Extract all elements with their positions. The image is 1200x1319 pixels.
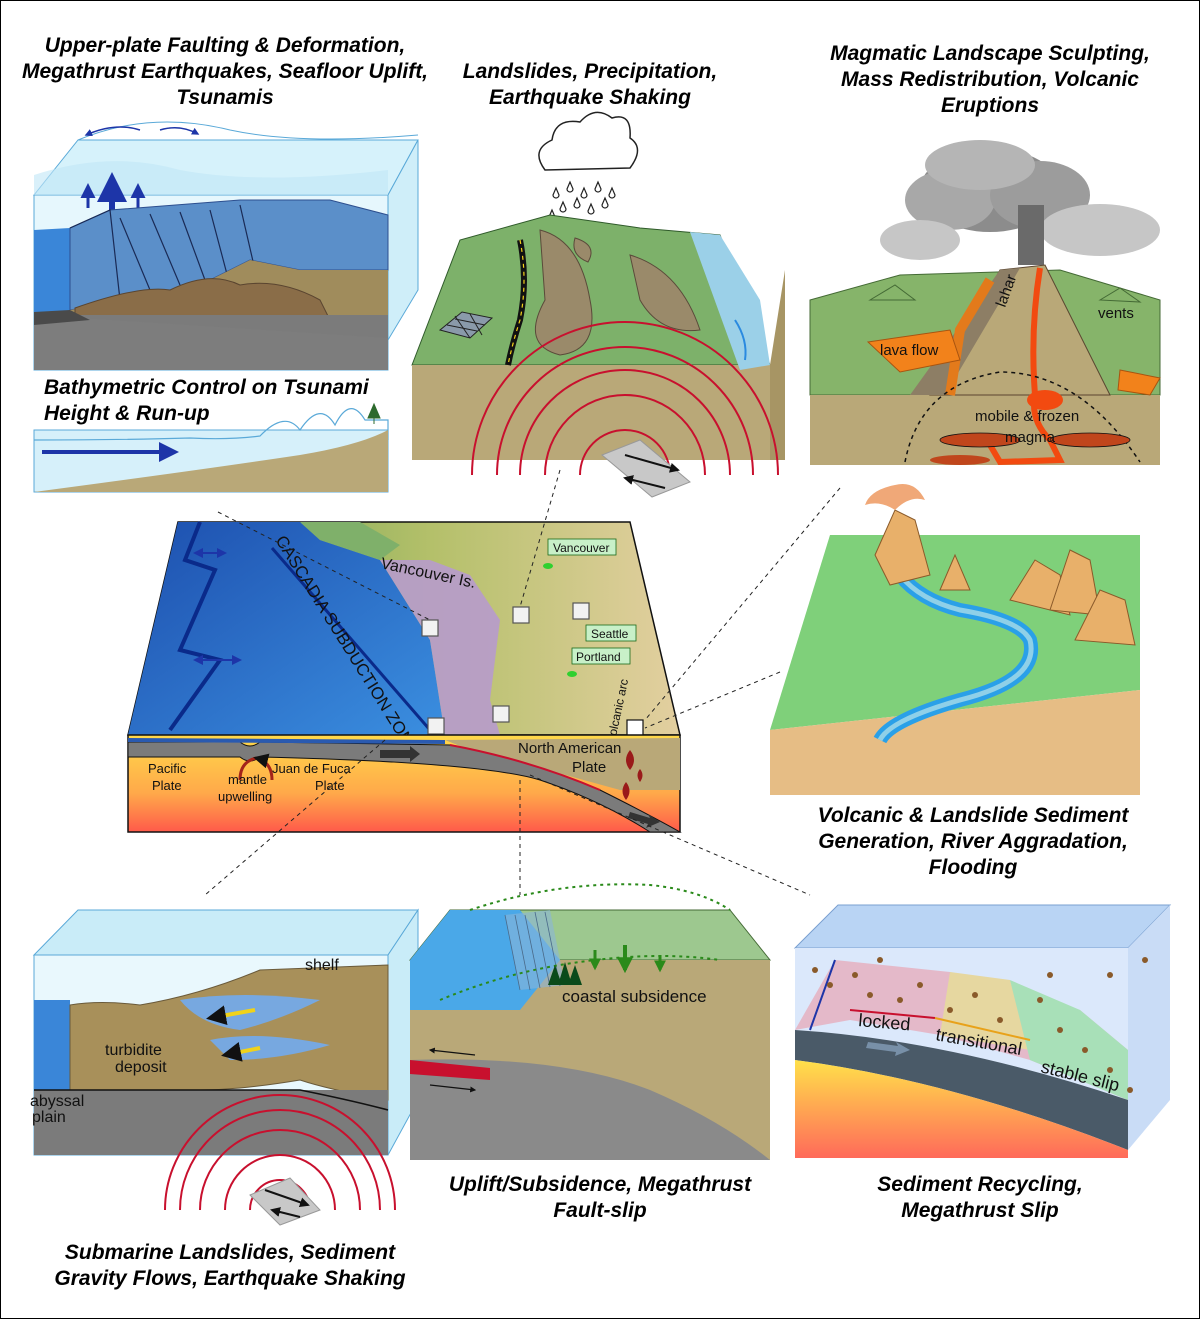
coastal-subsidence-label: coastal subsidence bbox=[562, 987, 707, 1006]
eruption-plume bbox=[880, 140, 1160, 265]
magma-label-line1: mobile & frozen bbox=[975, 408, 1079, 425]
caption-submarine: Submarine Landslides, Sediment Gravity F… bbox=[54, 1241, 406, 1290]
shelf-label: shelf bbox=[305, 957, 339, 974]
caption-bathymetric: Bathymetric Control on Tsunami Height & … bbox=[44, 376, 369, 425]
faulting-panel bbox=[32, 121, 419, 371]
pacific-label-line2: Plate bbox=[152, 778, 182, 793]
rain-cloud-icon bbox=[538, 111, 639, 221]
jdf-label-line1: Juan de Fuca bbox=[272, 761, 352, 776]
lava-flow-label: lava flow bbox=[880, 342, 939, 359]
mantle-label-line2: upwelling bbox=[218, 789, 272, 804]
svg-text:Portland: Portland bbox=[576, 650, 621, 664]
caption-magmatic: Magmatic Landscape Sculpting, Mass Redis… bbox=[830, 42, 1150, 117]
mantle-label-line1: mantle bbox=[228, 772, 267, 787]
abyssal-label-line2: plain bbox=[32, 1109, 66, 1126]
north-american-label-line2: Plate bbox=[572, 759, 606, 776]
ridge-line bbox=[168, 521, 224, 732]
jdf-label-line2: Plate bbox=[315, 778, 345, 793]
caption-recycling: Sediment Recycling, Megathrust Slip bbox=[877, 1173, 1083, 1222]
caption-faulting: Upper-plate Faulting & Deformation, Mega… bbox=[21, 34, 429, 109]
recycling-panel: locked transitional stable slip bbox=[793, 904, 1172, 1158]
landslide-panel bbox=[411, 111, 785, 498]
pacific-label-line1: Pacific bbox=[148, 761, 187, 776]
city-marker-portland: Portland bbox=[567, 647, 631, 677]
magma-label-line2: magma bbox=[1005, 429, 1056, 446]
turbidite-label-line1: turbidite bbox=[105, 1042, 162, 1059]
turbidite-label-line2: deposit bbox=[115, 1059, 167, 1076]
uplift-wave-arrow bbox=[84, 126, 141, 136]
caption-river: Volcanic & Landslide Sediment Generation… bbox=[817, 804, 1129, 879]
connector-lines bbox=[204, 469, 841, 896]
subsidence-panel: coastal subsidence bbox=[408, 883, 772, 1160]
cascadia-map: CASCADIA SUBDUCTION ZONE Vancouver Is. V… bbox=[127, 521, 682, 833]
volcano-panel: lahar vents lava flow mobile & frozen ma… bbox=[809, 140, 1161, 466]
bathymetry-panel bbox=[33, 402, 389, 493]
caption-landslides: Landslides, Precipitation, Earthquake Sh… bbox=[462, 60, 718, 109]
abyssal-label-line1: abyssal bbox=[30, 1093, 84, 1110]
svg-text:Vancouver: Vancouver bbox=[553, 541, 609, 555]
north-american-label-line1: North American bbox=[518, 740, 621, 757]
city-marker-vancouver: Vancouver bbox=[543, 538, 617, 569]
vents-label: vents bbox=[1098, 305, 1134, 322]
submarine-panel: shelf turbidite deposit abyssal plain bbox=[30, 908, 419, 1226]
quake-rings bbox=[471, 321, 779, 476]
river-panel bbox=[770, 484, 1140, 795]
solar-panel-grid bbox=[438, 311, 494, 339]
svg-text:Seattle: Seattle bbox=[591, 627, 629, 641]
caption-fault-slip: Uplift/Subsidence, Megathrust Fault-slip bbox=[448, 1173, 752, 1222]
locked-label: locked bbox=[858, 1010, 912, 1034]
